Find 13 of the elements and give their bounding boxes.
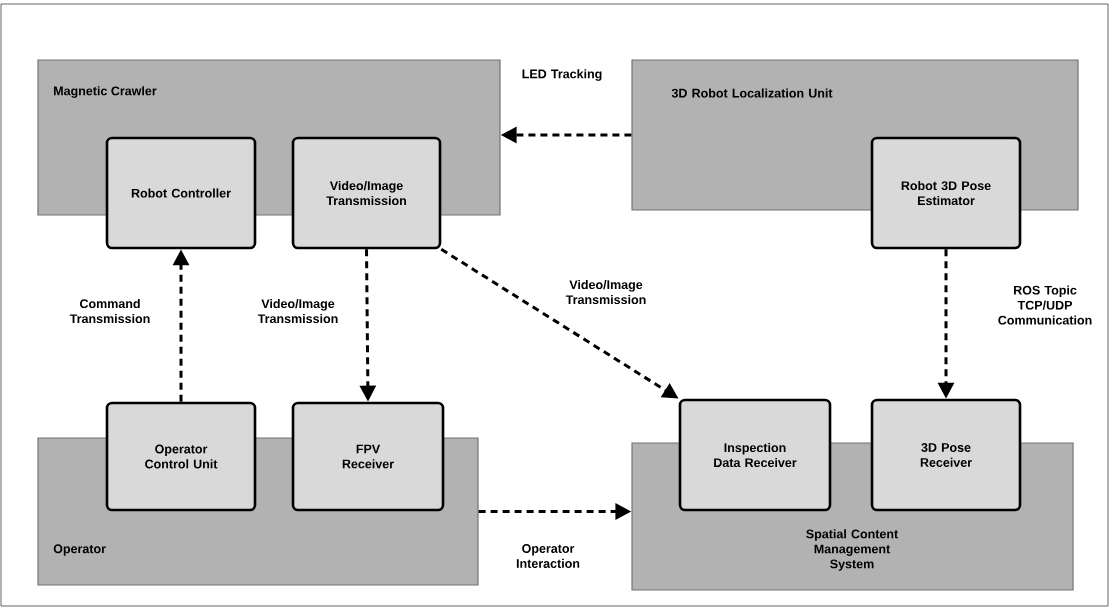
- process-box: Inspection Data Receiver: [678, 398, 832, 512]
- process-box: Robot 3D Pose Estimator: [870, 136, 1022, 250]
- process-box: 3D Pose Receiver: [870, 398, 1022, 512]
- process-box: Operator Control Unit: [105, 401, 257, 512]
- edge-label: Operator Interaction: [516, 544, 580, 568]
- edge-label: Command Transmission: [69, 298, 150, 324]
- process-box: Robot Controller: [105, 136, 257, 250]
- edge-label: ROS Topic TCP/UDP Communication: [998, 285, 1092, 325]
- edge-label: Video/Image Transmission: [257, 298, 338, 324]
- process-box: FPV Receiver: [291, 401, 445, 512]
- edge-label: Video/Image Transmission: [565, 279, 646, 305]
- edge-label: LED Tracking: [522, 69, 602, 81]
- process-box: Video/Image Transmission: [291, 136, 442, 250]
